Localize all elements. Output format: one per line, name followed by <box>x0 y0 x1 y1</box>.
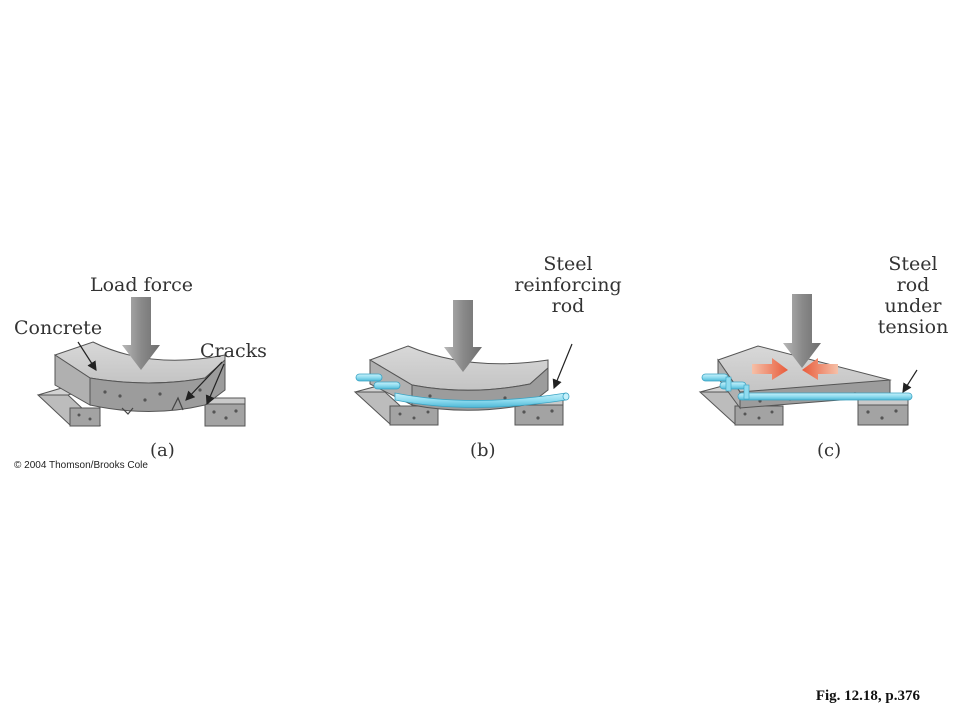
rod-label-line: reinforcing <box>514 274 622 296</box>
panel-b <box>353 300 573 426</box>
concrete-label: Concrete <box>14 317 103 339</box>
load-arrow-icon-b <box>444 300 482 372</box>
rod-pointer-line-b <box>552 343 573 390</box>
load-arrow-icon-a <box>122 297 160 370</box>
load-force-label: Load force <box>90 274 194 296</box>
steel-reinforcing-rod-label: Steel reinforcing rod <box>512 254 624 317</box>
tension-label-line: under <box>884 295 942 317</box>
compression-arrows-icon <box>752 358 838 380</box>
caption-b: (b) <box>470 440 496 461</box>
rod-label-line: rod <box>551 295 585 317</box>
panel-a <box>36 297 246 427</box>
figure-reference: Fig. 12.18, p.376 <box>815 688 920 704</box>
steel-rod-b <box>355 373 570 408</box>
tension-label-line: Steel <box>888 253 938 275</box>
steel-rod-under-tension-label: Steel rod under tension <box>872 254 954 338</box>
panel-c <box>698 294 918 426</box>
cracks-label: Cracks <box>200 340 267 362</box>
right-support-a <box>204 397 246 427</box>
load-arrow-icon-c <box>783 294 821 368</box>
caption-c: (c) <box>817 440 842 461</box>
crack-pointer-line-1 <box>185 361 223 401</box>
concrete-pointer-line <box>77 341 97 372</box>
rod-label-line: Steel <box>543 253 593 275</box>
copyright-notice: © 2004 Thomson/Brooks Cole <box>14 460 148 471</box>
caption-a: (a) <box>150 440 175 461</box>
right-support-c <box>857 398 909 426</box>
tension-label-line: tension <box>877 316 949 338</box>
rod-pointer-line-c <box>902 369 918 394</box>
tension-label-line: rod <box>896 274 930 296</box>
crack-pointer-line-2 <box>205 363 225 406</box>
steel-rod-c <box>701 373 913 401</box>
